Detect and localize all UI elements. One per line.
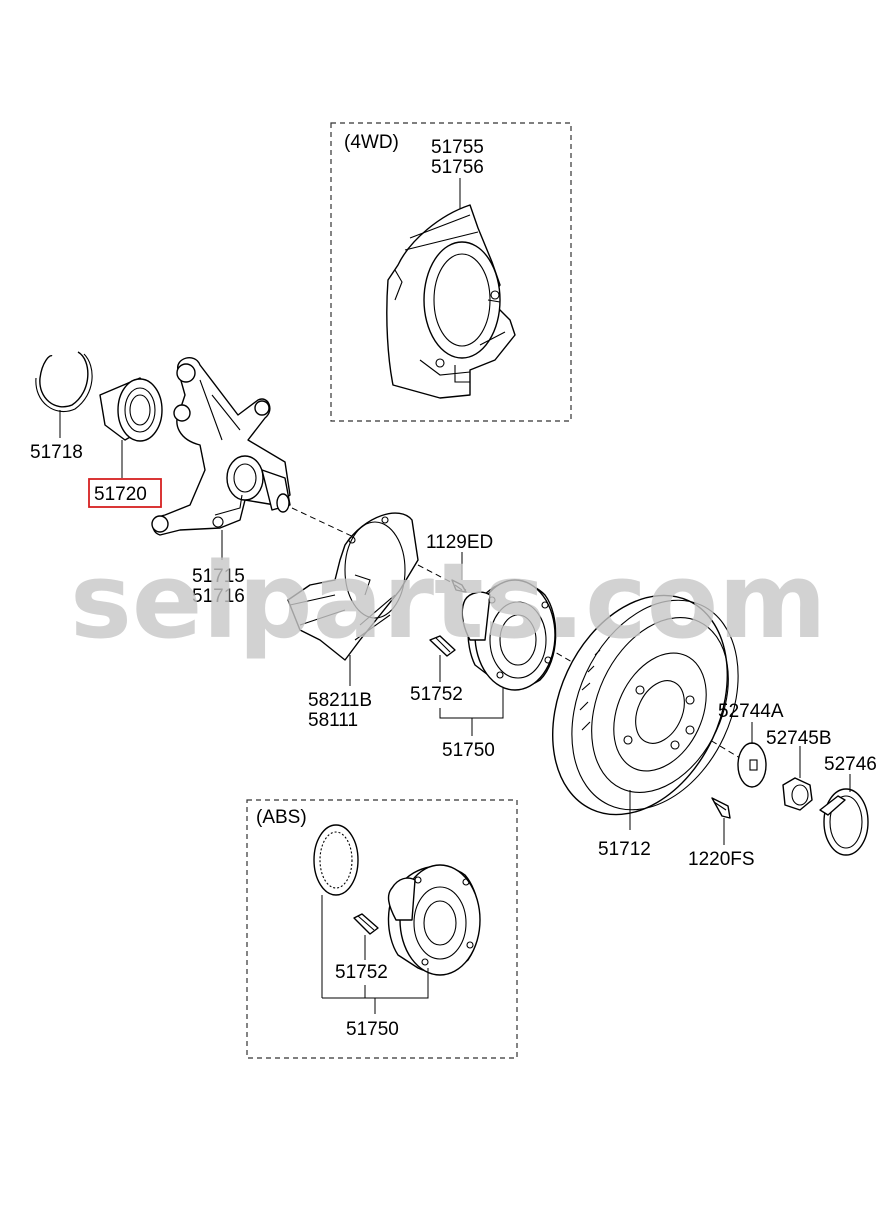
group-label-abs: (ABS) (256, 807, 307, 828)
washer-part (737, 742, 767, 788)
dust-shield-4wd-part (386, 204, 516, 399)
hub-cap-part (819, 788, 869, 856)
label-58111[interactable]: 58111 (308, 710, 358, 731)
label-51715[interactable]: 51715 (192, 566, 245, 587)
label-abs-51750[interactable]: 51750 (346, 1019, 399, 1040)
snap-ring-part (35, 351, 93, 413)
steering-knuckle-part (151, 357, 291, 536)
label-51718[interactable]: 51718 (30, 442, 83, 463)
label-58211B[interactable]: 58211B (308, 690, 372, 711)
abs-tone-ring-part (313, 824, 359, 896)
wheel-stud-part (429, 635, 456, 657)
brake-disc-part (552, 594, 739, 816)
label-51756[interactable]: 51756 (431, 157, 484, 178)
abs-hub-part (387, 864, 481, 976)
group-box-abs (246, 799, 518, 1059)
label-abs-51752[interactable]: 51752 (335, 962, 388, 983)
bolt-1129ed-part (451, 579, 467, 593)
dust-cover-part (287, 512, 419, 661)
group-box-4wd (330, 122, 572, 422)
label-52744A[interactable]: 52744A (718, 701, 784, 722)
label-1220FS[interactable]: 1220FS (688, 849, 755, 870)
label-52746[interactable]: 52746 (824, 754, 877, 775)
group-label-4wd: (4WD) (344, 132, 399, 153)
screw-1220fs-part (711, 797, 731, 819)
label-51752[interactable]: 51752 (410, 684, 463, 705)
label-51712[interactable]: 51712 (598, 839, 651, 860)
abs-stud-part (353, 913, 379, 935)
label-51720[interactable]: 51720 (94, 484, 147, 505)
label-51755[interactable]: 51755 (431, 137, 484, 158)
wheel-bearing-part (99, 377, 163, 442)
label-52745B[interactable]: 52745B (766, 728, 832, 749)
hub-nut-part (782, 777, 813, 811)
label-51716[interactable]: 51716 (192, 586, 245, 607)
hub-part (461, 579, 557, 691)
highlight-box-51720 (88, 478, 162, 508)
watermark: selparts.com (70, 540, 827, 662)
label-51750[interactable]: 51750 (442, 740, 495, 761)
label-1129ED[interactable]: 1129ED (426, 532, 493, 553)
